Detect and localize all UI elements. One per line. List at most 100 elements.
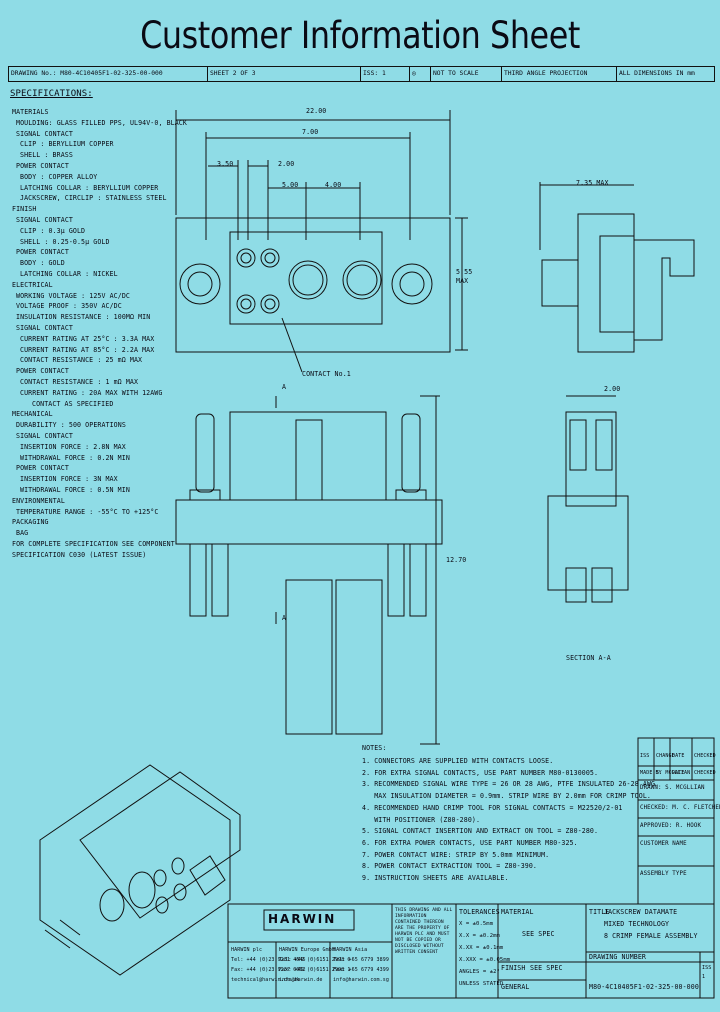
revision-row-cell: DATE xyxy=(672,770,685,776)
office-name: HARWIN plc xyxy=(231,947,263,953)
tolerance-line: UNLESS STATED xyxy=(459,981,504,987)
checked-by: CHECKED: M. C. FLETCHER xyxy=(640,805,720,811)
tolerance-line: X.XXX = ±0.05mm xyxy=(459,957,511,963)
general-tol: GENERAL xyxy=(501,983,530,991)
side-view xyxy=(539,182,695,353)
spec-line: CURRENT RATING AT 85°C : 2.2A MAX xyxy=(20,345,155,354)
dim-power-pitch: 4.00 xyxy=(325,181,342,189)
revision-header-cell: DATE xyxy=(672,753,685,759)
spec-line: SHELL : BRASS xyxy=(20,151,73,160)
harwin-logo: HARWIN xyxy=(268,912,337,926)
dim-section-width: 2.00 xyxy=(604,385,621,393)
tolerances-heading: TOLERANCES xyxy=(459,908,500,916)
spec-line: ELECTRICAL xyxy=(12,280,53,289)
note-line: 8. POWER CONTACT EXTRACTION TOOL = Z80-3… xyxy=(362,862,537,871)
revision-row-cell: S. MCGLLIAN xyxy=(656,770,691,776)
header-projection: THIRD ANGLE PROJECTION xyxy=(502,67,617,81)
note-line: 2. FOR EXTRA SIGNAL CONTACTS, USE PART N… xyxy=(362,768,599,777)
plan-view xyxy=(175,395,443,745)
spec-line: WITHDRAWAL FORCE : 0.5N MIN xyxy=(20,486,130,494)
tolerance-line: X = ±0.5mm xyxy=(459,921,494,927)
spec-line: BODY : GOLD xyxy=(20,259,65,268)
note-line: WITH POSITIONER (Z80-280). xyxy=(362,815,481,824)
material-value: SEE SPEC xyxy=(522,930,555,938)
spec-line: FOR COMPLETE SPECIFICATION SEE COMPONENT xyxy=(12,540,175,548)
spec-line: WORKING VOLTAGE : 125V AC/DC xyxy=(16,291,130,300)
header-issue: ISS: 1 xyxy=(361,67,410,81)
projection-symbol-icon: ◎ xyxy=(410,67,431,81)
spec-line: PACKAGING xyxy=(12,518,49,527)
spec-line: POWER CONTACT xyxy=(16,367,69,376)
title-line: MIXED TECHNOLOGY xyxy=(604,920,670,928)
spec-line: LATCHING COLLAR : BERYLLIUM COPPER xyxy=(20,183,159,192)
spec-line: CONTACT RESISTANCE : 25 mΩ MAX xyxy=(20,356,143,365)
spec-line: MECHANICAL xyxy=(12,410,53,419)
office-line: Fax: +44 (0)23 9237 0062 xyxy=(231,967,306,973)
finish-value: SEE SPEC xyxy=(530,964,563,972)
tolerance-line: X.X = ±0.2mm xyxy=(459,933,500,939)
finish-label: FINISH xyxy=(501,964,526,972)
spec-line: CONTACT RESISTANCE : 1 mΩ MAX xyxy=(20,378,139,386)
spec-line: POWER CONTACT xyxy=(16,162,69,170)
office-name: HARWIN Europe GmbH xyxy=(279,947,335,953)
drawing-no: M80-4C10405F1-02-325-00-000 xyxy=(589,983,699,991)
office-line: Fax: +49 (0)6151 2998 1 xyxy=(279,967,351,973)
header-dims: ALL DIMENSIONS IN mm xyxy=(619,70,695,77)
spec-heading: SPECIFICATIONS: xyxy=(10,89,93,99)
dim-signal-pitch: 3.50 xyxy=(217,160,234,168)
spec-line: ENVIRONMENTAL xyxy=(12,496,65,505)
spec-line: SIGNAL CONTACT xyxy=(16,432,73,440)
header-sheet: SHEET 2 OF 3 xyxy=(208,67,361,81)
spec-line: SIGNAL CONTACT xyxy=(16,324,73,332)
revision-row-cell: MADE BY xyxy=(640,770,662,776)
note-line: 5. SIGNAL CONTACT INSERTION AND EXTRACT … xyxy=(362,827,599,836)
note-line: MAX INSULATION DIAMETER = 0.9mm. STRIP W… xyxy=(362,792,651,801)
revision-row-cell: CHECKED xyxy=(694,770,716,776)
note-line: 4. RECOMMENDED HAND CRIMP TOOL FOR SIGNA… xyxy=(362,803,623,812)
isometric-view xyxy=(39,764,241,976)
dim-inner-width: 7.00 xyxy=(302,128,319,136)
section-view xyxy=(547,395,629,603)
spec-line: CLIP : 0.3μ GOLD xyxy=(20,226,86,235)
dim-overall-width: 22.00 xyxy=(306,107,327,115)
spec-line: INSULATION RESISTANCE : 100MΩ MIN xyxy=(16,313,151,322)
section-marker-a-top: A xyxy=(282,383,287,391)
office-line: Fax: +65 6779 4399 xyxy=(333,967,389,973)
note-line: 9. INSTRUCTION SHEETS ARE AVAILABLE. xyxy=(362,874,509,882)
spec-line: CURRENT RATING : 20A MAX WITH 12AWG xyxy=(20,388,163,397)
title-line: JACKSCREW DATAMATE xyxy=(604,908,678,916)
header-drawing-no: DRAWING No.: M80-4C10405F1-02-325-00-000 xyxy=(9,67,208,81)
office-line: info@harwin.de xyxy=(279,977,323,983)
office-line: technical@harwin.co.uk xyxy=(231,977,300,983)
spec-line: LATCHING COLLAR : NICKEL xyxy=(20,270,118,278)
front-view xyxy=(175,217,451,373)
notes-heading: NOTES: xyxy=(362,744,387,752)
title-block xyxy=(227,903,715,999)
spec-line: WITHDRAWAL FORCE : 0.2N MIN xyxy=(20,453,130,462)
contact-no-label: CONTACT No.1 xyxy=(302,370,351,378)
copyright-note: THIS DRAWING AND ALL INFORMATION CONTAIN… xyxy=(395,908,453,955)
drawn-by: DRAWN: S. MCGLLIAN xyxy=(640,785,705,791)
section-title: SECTION A-A xyxy=(566,654,611,662)
dim-signal-row: 2.00 xyxy=(278,160,295,168)
office-line: Tel: +49 (0)6151 2998 0 xyxy=(279,957,351,963)
spec-line: SIGNAL CONTACT xyxy=(16,216,73,224)
revision-box xyxy=(637,737,715,905)
note-line: 7. POWER CONTACT WIRE: STRIP BY 5.0mm MI… xyxy=(362,850,550,859)
material-label: MATERIAL xyxy=(501,908,534,916)
spec-line: CURRENT RATING AT 25°C : 3.3A MAX xyxy=(20,334,155,343)
tolerance-line: ANGLES = ±2° xyxy=(459,969,500,975)
header-strip: DRAWING No.: M80-4C10405F1-02-325-00-000… xyxy=(8,66,715,82)
dim-height: 5.55 MAX xyxy=(456,268,473,285)
section-marker-a-bottom: A xyxy=(282,614,287,622)
office-line: Tel: +65 6779 3899 xyxy=(333,957,389,963)
spec-line: POWER CONTACT xyxy=(16,464,69,473)
note-line: 1. CONNECTORS ARE SUPPLIED WITH CONTACTS… xyxy=(362,757,554,765)
revision-header-cell: CHECKED xyxy=(694,753,716,759)
spec-line: BODY : COPPER ALLOY xyxy=(20,172,98,181)
title-line: 8 CRIMP FEMALE ASSEMBLY xyxy=(604,932,698,940)
spec-line: SHELL : 0.25-0.5μ GOLD xyxy=(20,237,110,246)
tolerance-line: X.XX = ±0.1mm xyxy=(459,945,504,951)
dim-overall-length: 12.70 xyxy=(446,556,467,564)
